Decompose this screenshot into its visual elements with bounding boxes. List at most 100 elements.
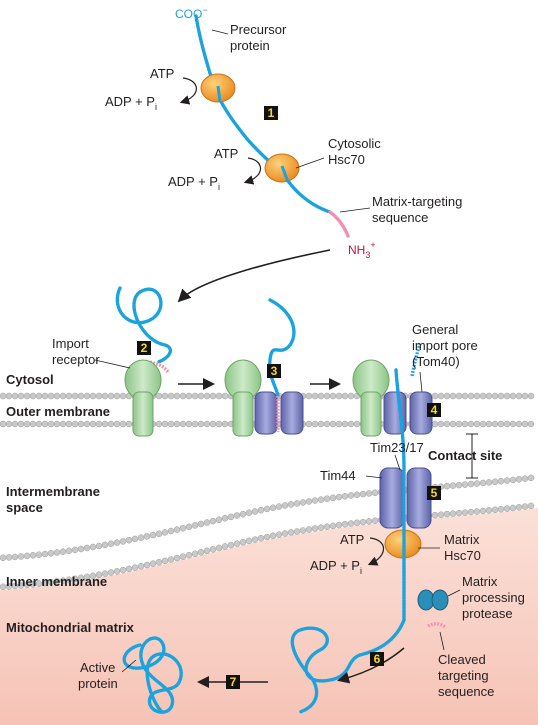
active-protein-label-2: protein (78, 676, 118, 691)
lipid-head (17, 420, 25, 428)
lipid-head (35, 551, 43, 558)
lipid-head (497, 420, 505, 428)
mpp-label-1: Matrix (462, 574, 498, 589)
lipid-head (515, 476, 523, 483)
lipid-head (203, 392, 211, 400)
lipid-head (467, 420, 475, 428)
adp-label-1: ADP + Pi (105, 94, 157, 112)
lipid-head (305, 420, 313, 428)
matrix-hsc70-label-1: Matrix (444, 532, 480, 547)
lipid-head (251, 508, 259, 515)
lipid-head (65, 392, 73, 400)
lipid-head (455, 481, 463, 489)
lipid-head (467, 392, 475, 400)
lipid-head (335, 493, 343, 501)
lipid-head (335, 392, 343, 400)
cleaved-label-2: targeting (438, 668, 489, 683)
lipid-head (257, 506, 265, 514)
matrix-hsc70-label-2: Hsc70 (444, 548, 481, 563)
lipid-head (347, 420, 355, 428)
lipid-head (431, 392, 439, 400)
lipid-head (209, 420, 217, 428)
lipid-head (131, 535, 139, 543)
lipid-head (431, 511, 439, 519)
cytosol-label: Cytosol (6, 372, 54, 387)
matrix-processing-protease (417, 589, 449, 611)
lipid-head (515, 392, 523, 400)
lipid-head (59, 392, 67, 400)
lipid-head (269, 532, 277, 540)
tom40-pore-step3 (254, 391, 304, 435)
lipid-head (173, 420, 181, 428)
lipid-head (179, 392, 187, 400)
cleaved-label-1: Cleaved (438, 652, 486, 667)
lipid-head (239, 510, 247, 518)
lipid-head (71, 546, 79, 554)
lipid-head (509, 504, 517, 512)
atp-cycle-arrow-3 (367, 537, 385, 566)
lipid-head (185, 420, 193, 428)
svg-text:2: 2 (141, 341, 148, 355)
lipid-head (509, 392, 517, 400)
lipid-head (491, 478, 499, 486)
unfolded-protein-matrix (290, 618, 406, 714)
mts-label-2: sequence (372, 210, 428, 225)
lipid-head (521, 503, 529, 510)
lipid-head (449, 482, 457, 489)
lipid-head (0, 554, 7, 562)
lipid-head (503, 505, 511, 512)
lipid-head (515, 420, 523, 428)
tim23-17-complex (379, 467, 432, 529)
lipid-head (221, 392, 229, 400)
lipid-head (335, 521, 343, 529)
lipid-head (263, 533, 271, 541)
lipid-head (23, 552, 31, 560)
lipid-head (131, 564, 139, 571)
lipid-head (11, 420, 19, 428)
lipid-head (29, 392, 37, 400)
lipid-head (473, 420, 481, 428)
lipid-head (197, 420, 205, 428)
svg-text:6: 6 (374, 652, 381, 666)
cytosolic-hsc70-label-2: Hsc70 (328, 152, 365, 167)
lipid-head (101, 420, 109, 428)
lipid-head (77, 420, 85, 428)
lipid-head (455, 509, 463, 517)
lipid-head (503, 477, 511, 484)
lipid-head (65, 420, 73, 428)
lipid-head (317, 496, 325, 503)
lipid-head (197, 392, 205, 400)
lipid-head (167, 420, 175, 428)
lipid-head (0, 392, 7, 400)
lipid-head (53, 549, 61, 556)
lipid-head (83, 420, 91, 428)
import-receptor-3 (352, 359, 390, 437)
lipid-head (305, 526, 313, 533)
lipid-head (509, 476, 517, 484)
lipid-head (59, 420, 67, 428)
lipid-head (323, 523, 331, 530)
lipid-head (125, 420, 133, 428)
lipid-head (161, 557, 169, 565)
lipid-head (323, 420, 331, 428)
lipid-head (89, 420, 97, 428)
lipid-head (245, 509, 253, 517)
lipid-head (173, 526, 181, 533)
precursor-label-1: Precursor (230, 22, 287, 37)
lipid-head (359, 518, 367, 526)
lipid-head (53, 420, 61, 428)
lipid-head (167, 527, 175, 535)
step-7-badge: 7 (226, 675, 240, 689)
lipid-head (473, 392, 481, 400)
lipid-head (461, 509, 469, 516)
lipid-head (305, 392, 313, 400)
lipid-head (347, 492, 355, 499)
lipid-head (113, 392, 121, 400)
lipid-head (113, 539, 121, 546)
lipid-head (485, 507, 493, 514)
lipid-head (479, 507, 487, 515)
import-receptor-label-2: receptor (52, 352, 100, 367)
active-protein (122, 636, 183, 714)
lipid-head (449, 510, 457, 517)
lipid-head (497, 477, 505, 485)
